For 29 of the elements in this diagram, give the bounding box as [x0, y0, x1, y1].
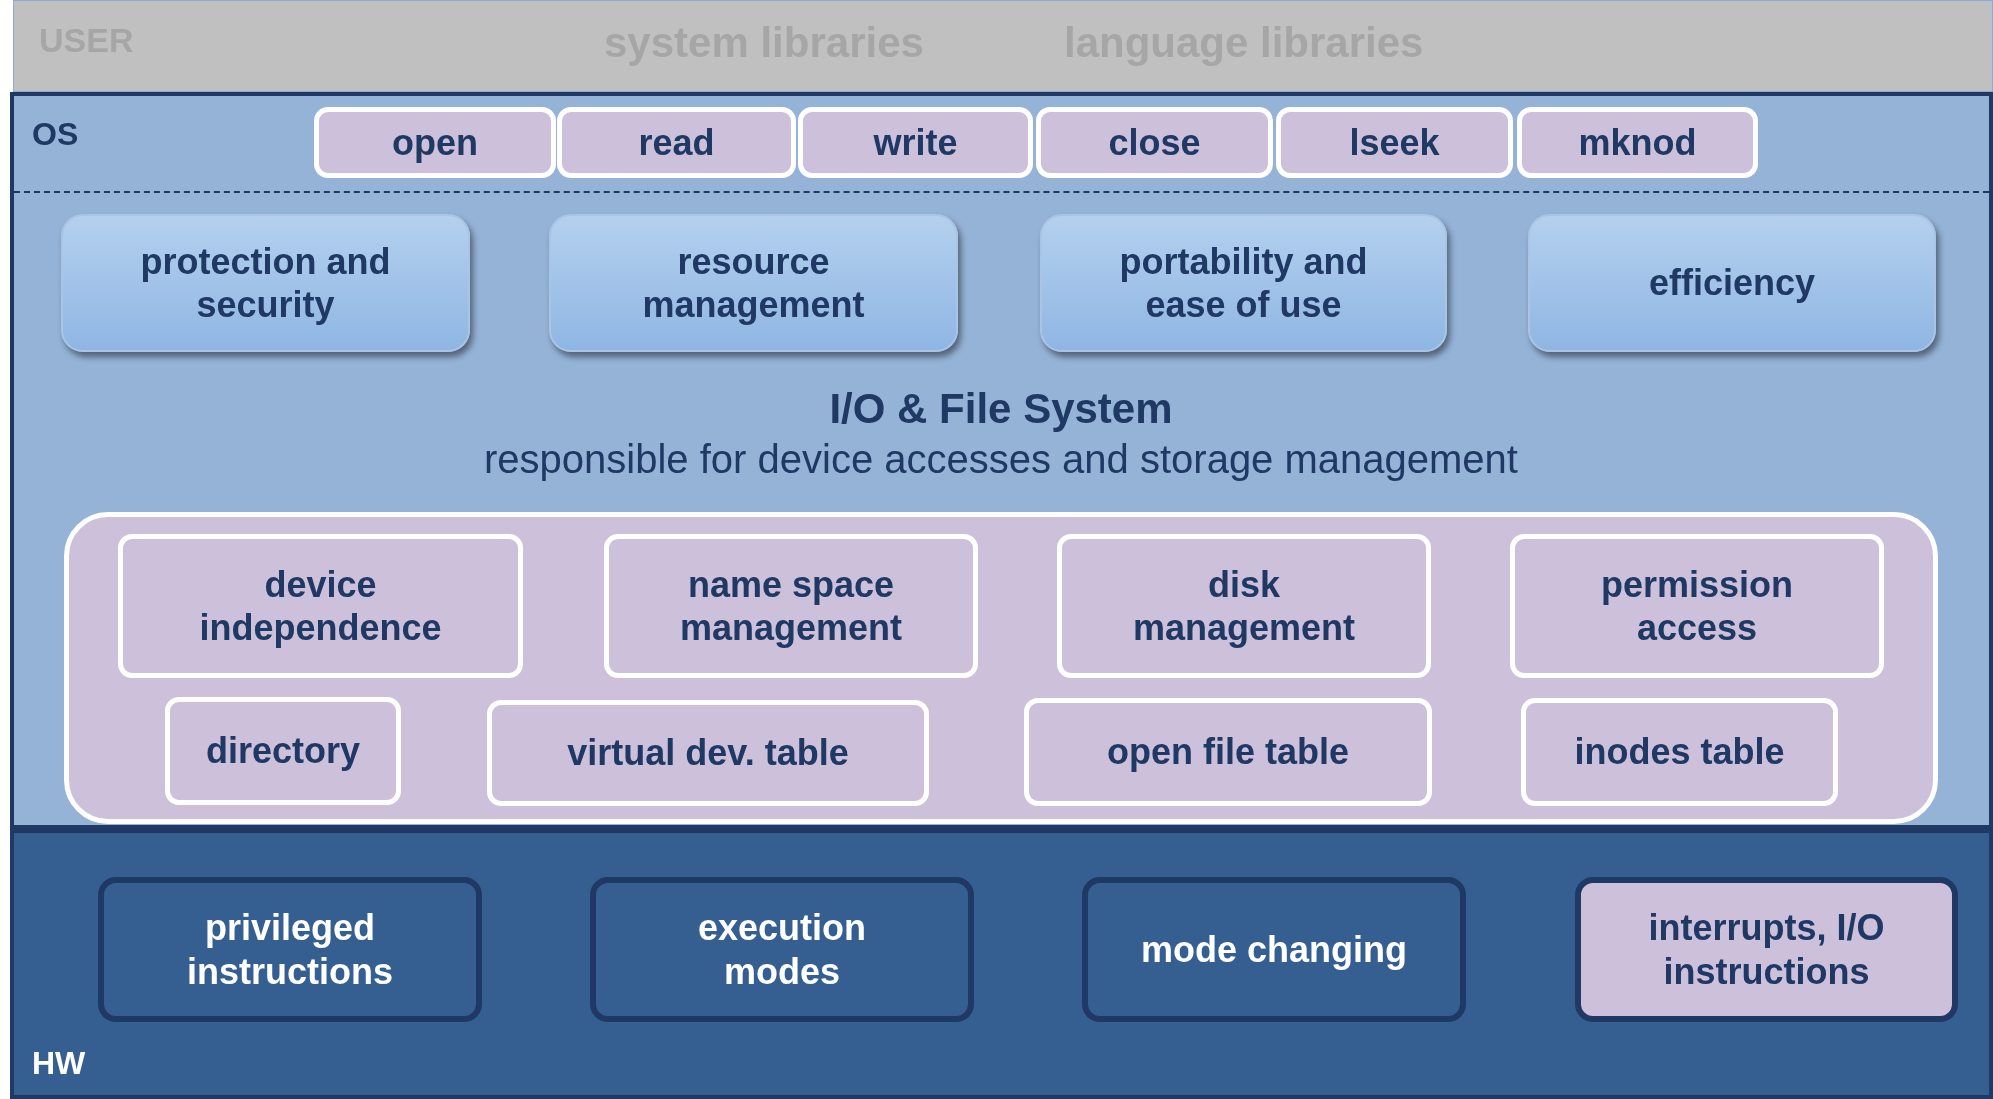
- hardware-box: execution modes: [590, 877, 974, 1022]
- component-box: mknod: [1517, 107, 1758, 178]
- component-box: permission access: [1510, 534, 1884, 678]
- component-box: disk management: [1057, 534, 1431, 678]
- layer-band: [10, 829, 1993, 1099]
- hardware-box: mode changing: [1082, 877, 1466, 1022]
- component-box: lseek: [1276, 107, 1513, 178]
- layer-band: [10, 92, 1993, 829]
- layer-label: OS: [32, 116, 79, 153]
- component-box: open file table: [1024, 698, 1432, 806]
- goal-box: resource management: [549, 214, 958, 352]
- component-box: close: [1036, 107, 1273, 178]
- component-box: inodes table: [1521, 698, 1838, 806]
- goal-box: efficiency: [1528, 214, 1936, 352]
- section-subtitle: responsible for device accesses and storage management: [484, 437, 1518, 482]
- component-box: name space management: [604, 534, 978, 678]
- hardware-box: privileged instructions: [98, 877, 482, 1022]
- component-box: write: [798, 107, 1033, 178]
- component-box: directory: [165, 697, 401, 805]
- goal-box: protection and security: [61, 214, 470, 352]
- component-box: device independence: [118, 534, 523, 678]
- component-box: read: [557, 107, 796, 178]
- layer-label: HW: [32, 1045, 86, 1082]
- goal-box: portability and ease of use: [1040, 214, 1447, 352]
- component-box: open: [314, 107, 556, 178]
- section-heading: I/O & File System: [829, 385, 1173, 433]
- hardware-box: interrupts, I/O instructions: [1575, 877, 1958, 1022]
- layer-band: [13, 0, 1993, 92]
- component-box: virtual dev. table: [487, 700, 929, 806]
